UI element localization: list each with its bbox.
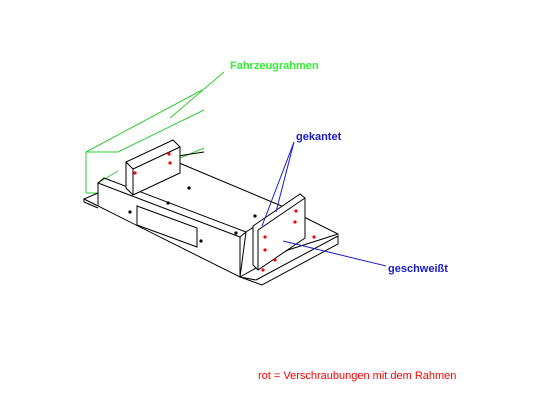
right-welded-plate (239, 193, 340, 286)
rivet (234, 231, 238, 235)
front-wall-face (97, 182, 241, 278)
right-base-plate-edge (239, 235, 339, 286)
front-wall (97, 177, 247, 278)
callout-welded-line (282, 240, 387, 267)
bolt (312, 235, 316, 239)
bolt (273, 258, 277, 262)
front-wall-slot (136, 205, 198, 248)
base-plate-left-lip (82, 192, 99, 207)
legend-text: rot = Verschraubungen mit dem Rahmen (258, 370, 457, 382)
frame-leader-line (169, 71, 225, 119)
rivets (128, 186, 257, 243)
bolt (293, 220, 297, 224)
rivet (128, 210, 132, 214)
frame-edge-lower (97, 170, 119, 184)
bolt (261, 268, 265, 272)
right-upright-bend (257, 197, 306, 231)
rivet (253, 214, 257, 218)
rivet (187, 186, 191, 190)
rivet (199, 239, 203, 243)
label-welded: geschweißt (388, 263, 448, 275)
frame-edge-inner-diag (117, 109, 205, 153)
bolt (168, 161, 172, 165)
base-plate (82, 151, 285, 209)
rivet (166, 201, 170, 205)
base-plate-left-bottom (83, 201, 99, 209)
bolt (263, 248, 267, 252)
callout-lines (261, 141, 387, 267)
bolt (263, 235, 267, 239)
bolt (294, 209, 298, 213)
left-flange-top (125, 161, 134, 170)
frame-edge-top (85, 89, 203, 153)
bolts (133, 152, 316, 272)
label-bent: gekantet (296, 131, 342, 143)
left-flange-bend (132, 146, 181, 170)
left-bent-flange (125, 139, 181, 196)
base-plate-back-top (177, 151, 205, 157)
callout-bent-line-2 (275, 141, 295, 213)
base-plate-back-edge (171, 159, 285, 208)
vehicle-frame (85, 71, 225, 194)
front-wall-top-edge (97, 177, 247, 238)
frame-edge-back (179, 147, 205, 159)
callout-bent-line (261, 141, 295, 227)
left-flange-face (125, 139, 181, 196)
label-vehicle-frame: Fahrzeugrahmen (230, 60, 319, 72)
bolt (167, 152, 171, 156)
bolt (133, 171, 137, 175)
